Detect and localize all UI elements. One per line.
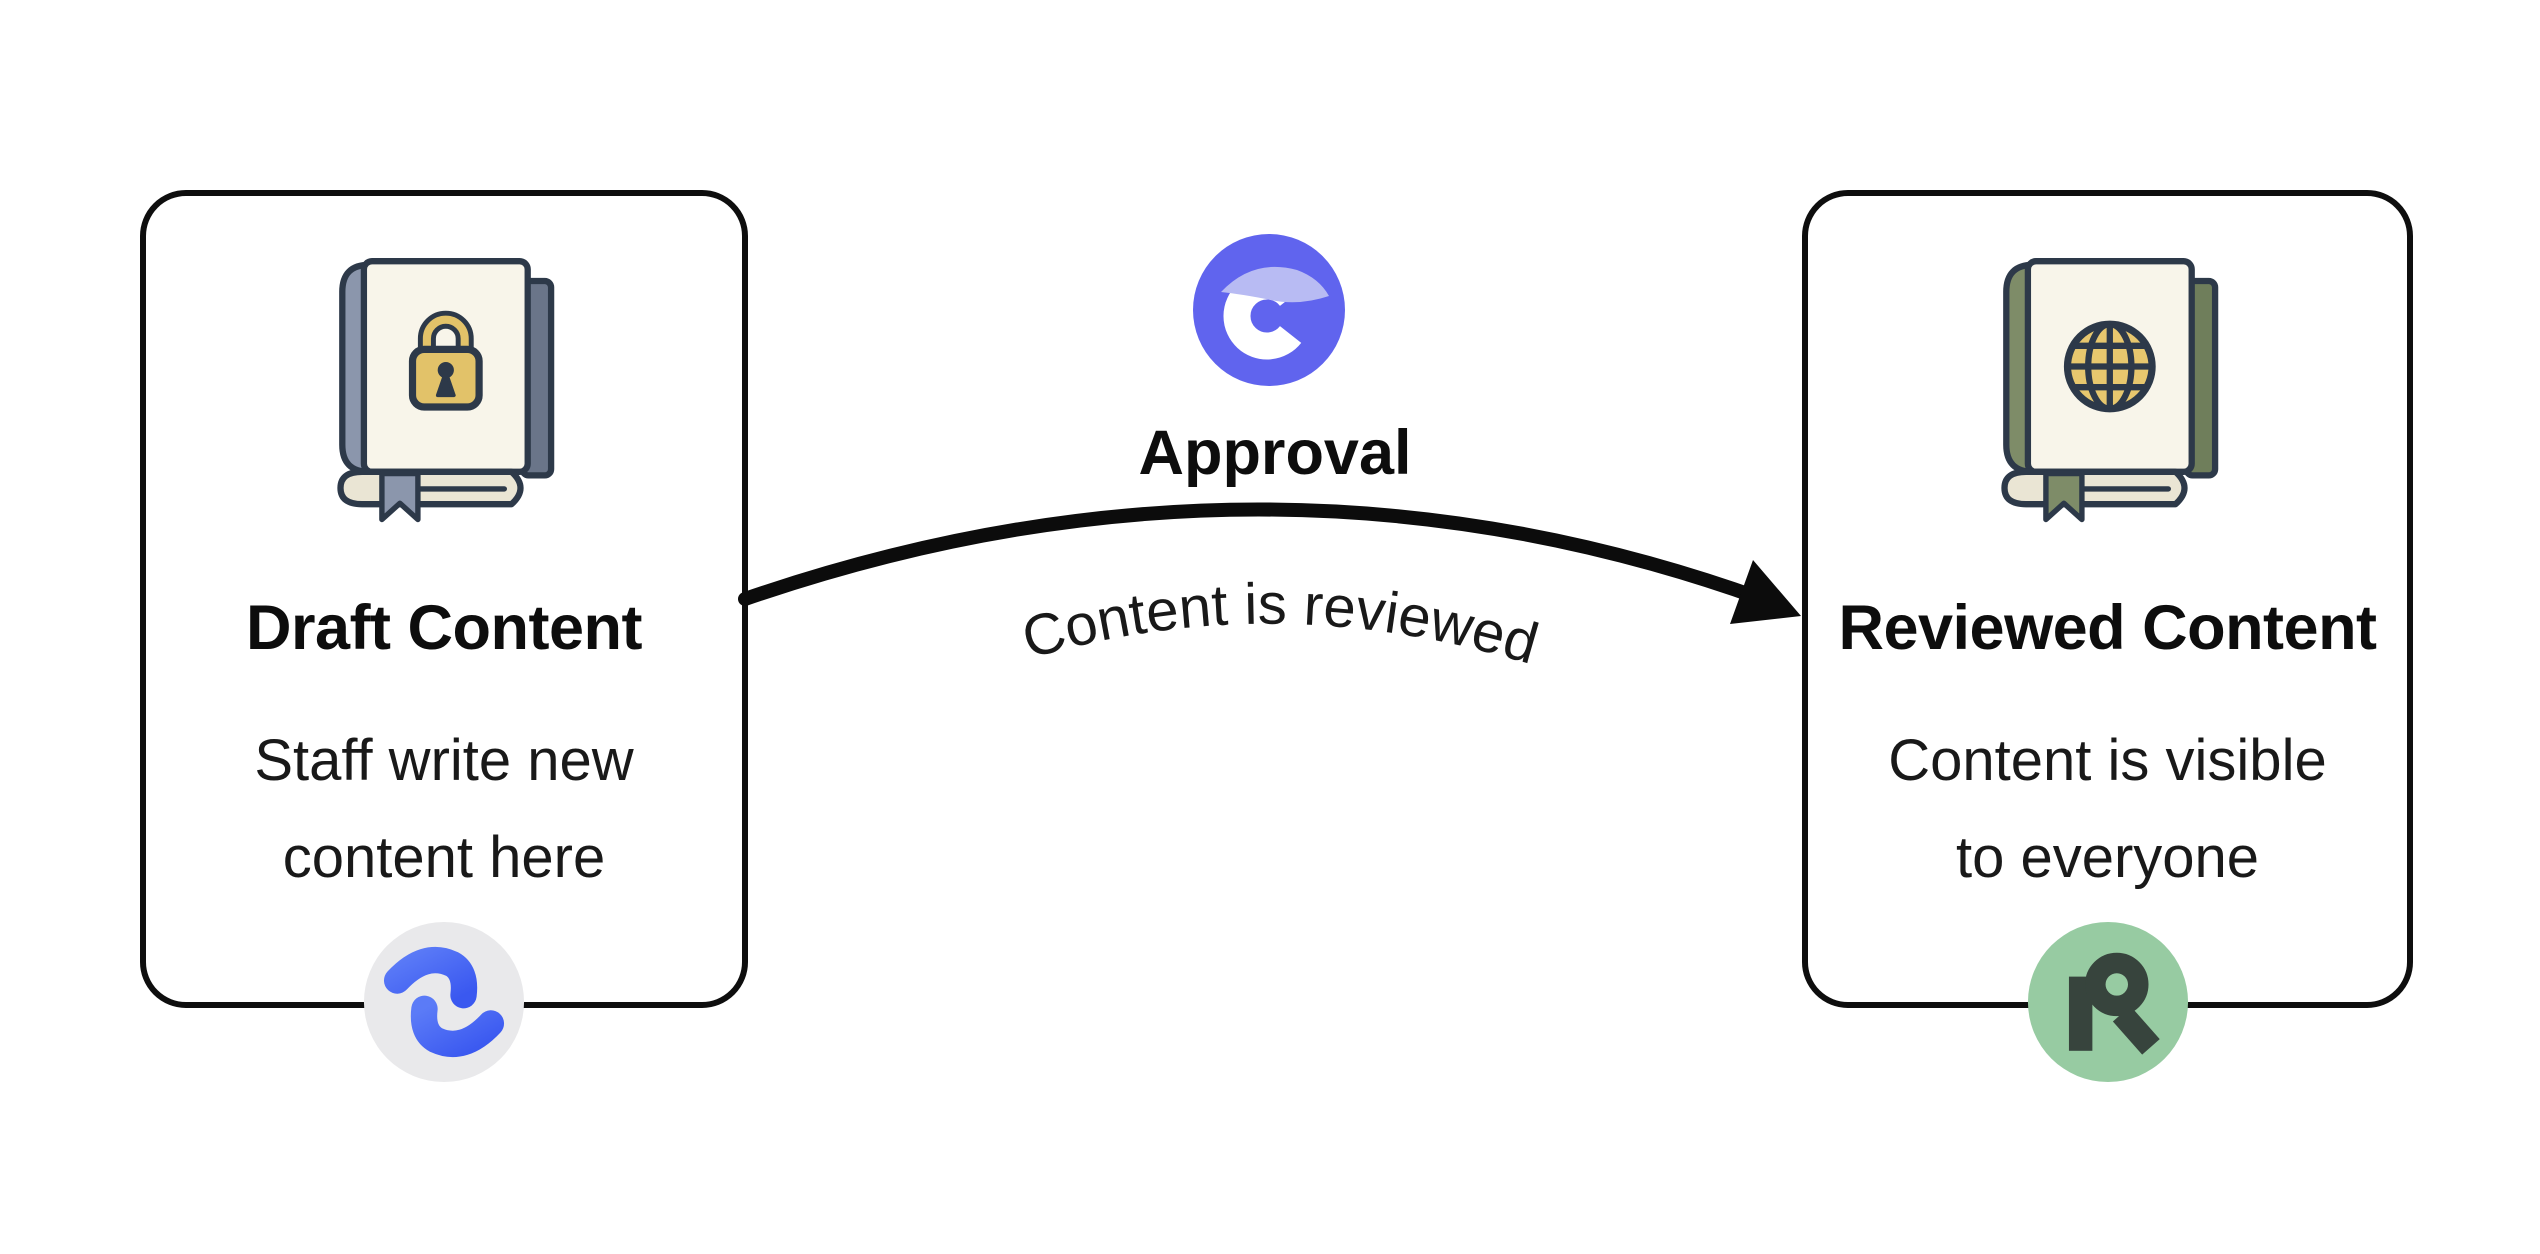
approval-step-label: Approval (1138, 418, 1412, 488)
r-mark-badge-icon (2027, 921, 2188, 1083)
reviewed-content-card: Reviewed Content Content is visible to e… (1802, 190, 2413, 1083)
book-with-globe-icon (2000, 258, 2218, 523)
confluence-badge-icon (363, 921, 525, 1083)
lock-glyph (408, 310, 483, 411)
reviewed-subtitle-line-2: to everyone (1955, 825, 2260, 890)
reviewed-subtitle-line-1: Content is visible (1888, 728, 2327, 793)
book-with-lock-icon (337, 258, 555, 523)
draft-subtitle-line-2: content here (282, 825, 606, 890)
reviewed-card-subtitle: Content is visible to everyone (1808, 712, 2407, 906)
arrow-caption: Content is reviewed (1015, 572, 1545, 677)
draft-card-subtitle: Staff write new content here (146, 712, 742, 906)
comala-c-icon (1193, 234, 1345, 386)
draft-card-title: Draft Content (246, 593, 642, 663)
flow-arrow-head (1730, 560, 1801, 624)
reviewed-card-title: Reviewed Content (1838, 593, 2377, 663)
draft-subtitle-line-1: Staff write new (254, 728, 634, 793)
draft-content-card: Draft Content Staff write new content he… (140, 190, 748, 1083)
globe-glyph (2063, 320, 2156, 413)
flow-arrow-shaft (738, 502, 1769, 606)
